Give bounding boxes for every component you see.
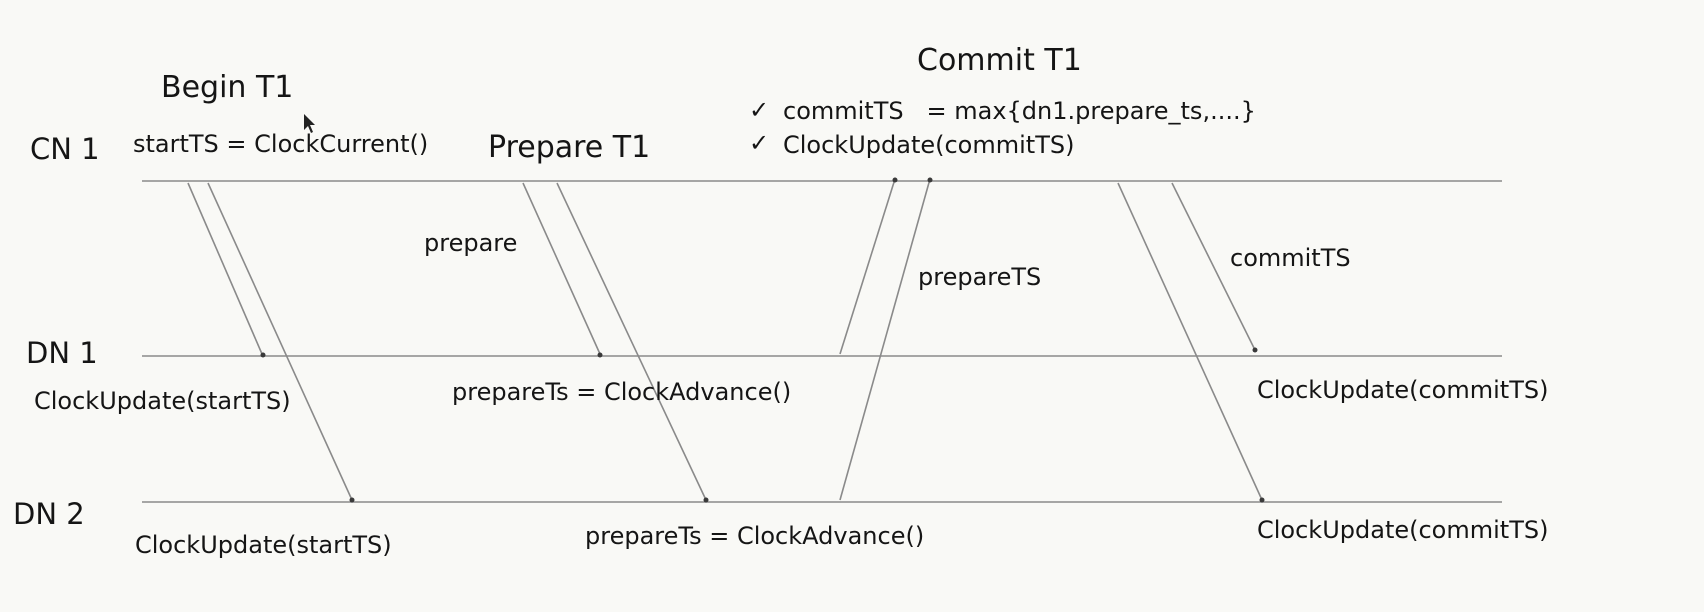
arrival-dot [892, 177, 898, 183]
arrival-dot [597, 352, 603, 358]
arrival-dot [260, 352, 266, 358]
arrival-dot [1259, 497, 1265, 503]
phase-begin-title: Begin T1 [161, 70, 294, 105]
phase-commit-title: Commit T1 [917, 43, 1082, 78]
commit-rule-clock-update: ClockUpdate(commitTS) [783, 131, 1075, 159]
dn1-begin-text: ClockUpdate(startTS) [34, 387, 291, 415]
cn1-start-ts-text: startTS = ClockCurrent() [133, 130, 429, 158]
arrival-dot [349, 497, 355, 503]
check-mark-icon: ✓ [749, 129, 770, 157]
msg-prepare-to-dn1 [522, 182, 601, 355]
dn1-prepare-text: prepareTs = ClockAdvance() [452, 378, 792, 406]
msg-preparets-from-dn2 [839, 178, 931, 501]
node-label-dn2: DN 2 [13, 497, 85, 531]
msg-prepare-to-dn2 [556, 182, 707, 501]
message-label-prepare: prepare [424, 229, 518, 257]
msg-start-to-dn1 [187, 182, 263, 355]
check-mark-icon: ✓ [749, 96, 770, 124]
arrival-dot [703, 497, 709, 503]
dn1-commit-text: ClockUpdate(commitTS) [1257, 376, 1549, 404]
msg-preparets-from-dn1 [839, 178, 896, 355]
msg-committs-to-dn2 [1117, 182, 1263, 501]
message-label-committs: commitTS [1230, 244, 1351, 272]
dn2-begin-text: ClockUpdate(startTS) [135, 531, 392, 559]
dn2-commit-text: ClockUpdate(commitTS) [1257, 516, 1549, 544]
message-label-preparets: prepareTS [918, 263, 1042, 291]
node-label-cn1: CN 1 [30, 132, 100, 166]
msg-committs-to-dn1 [1171, 182, 1256, 351]
msg-start-to-dn2 [207, 182, 353, 501]
dn2-prepare-text: prepareTs = ClockAdvance() [585, 522, 925, 550]
commit-rule-max: commitTS = max{dn1.prepare_ts,....} [783, 97, 1256, 125]
arrival-dot [927, 177, 933, 183]
phase-prepare-title: Prepare T1 [488, 130, 651, 165]
node-label-dn1: DN 1 [26, 336, 98, 370]
cursor-icon [304, 114, 315, 133]
arrival-dot [1252, 347, 1258, 353]
